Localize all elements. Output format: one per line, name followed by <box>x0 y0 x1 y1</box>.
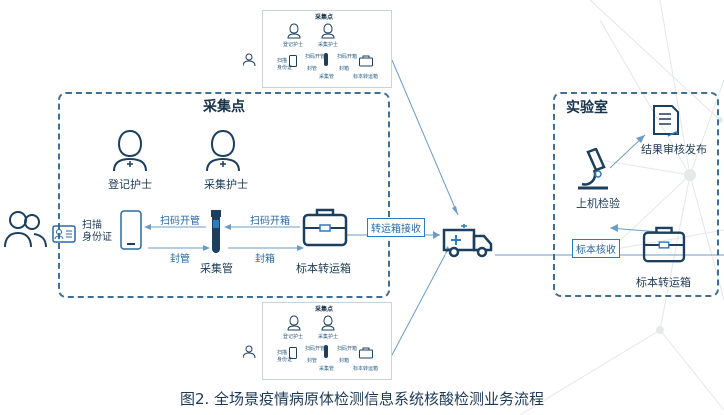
small-scan-open-2: 扫码开箱 <box>337 346 358 352</box>
nurse-icon <box>287 23 301 39</box>
person-icon <box>243 53 256 67</box>
small-scan-open-2: 扫码开箱 <box>337 54 358 60</box>
result-publish-label: 结果审核发布 <box>641 143 707 156</box>
id-card-icon <box>52 225 76 243</box>
transport-box-icon <box>359 55 373 67</box>
nurse-icon <box>113 129 147 172</box>
collection-point-main <box>58 92 390 298</box>
collection-point-small-top: 采集点 登记护士 采集护士 扫描 身份证 扫码开管 扫码开箱 封管 封箱 采集管… <box>243 10 392 88</box>
small-tube-label: 采集管 <box>319 74 335 80</box>
nurse-icon <box>206 129 240 172</box>
small-seal-tube: 封管 <box>307 358 318 364</box>
nurse-icon <box>321 315 335 331</box>
small-nurse-register-label: 登记护士 <box>283 334 304 340</box>
small-nurse-collect-label: 采集护士 <box>318 42 339 48</box>
transport-box-icon <box>642 226 686 263</box>
collection-point-small-bottom: 采集点 登记护士 采集护士 扫描 身份证 扫码开管 扫码开箱 封管 封箱 采集管… <box>243 302 392 380</box>
phone-scanner-icon <box>289 55 297 67</box>
person-icon <box>4 211 47 248</box>
small-box-label: 标本转运箱 <box>353 74 379 80</box>
scan-open-tube-label: 扫码开管 <box>160 216 200 227</box>
tube-label: 采集管 <box>200 262 233 275</box>
transport-box-icon <box>359 347 373 359</box>
phone-scanner-icon <box>289 347 297 359</box>
small-title: 采集点 <box>315 14 334 21</box>
transport-box-label: 标本转运箱 <box>296 262 351 275</box>
nurse-register-label: 登记护士 <box>108 178 152 191</box>
nurse-collect-label: 采集护士 <box>204 178 248 191</box>
test-tube-icon <box>324 345 328 358</box>
small-seal-box: 封箱 <box>339 66 350 72</box>
small-scan-id-label: 扫描 身份证 <box>277 350 293 363</box>
seal-tube-label: 封管 <box>170 254 190 265</box>
test-tube-icon <box>211 210 221 253</box>
nurse-icon <box>321 23 335 39</box>
seal-box-label: 封箱 <box>255 254 275 265</box>
small-seal-box: 封箱 <box>339 358 350 364</box>
main-flow-arrows <box>144 224 304 251</box>
phone-scanner-icon <box>120 210 142 250</box>
small-nurse-register-label: 登记护士 <box>283 42 304 48</box>
small-box-label: 标本转运箱 <box>353 366 379 372</box>
nurse-icon <box>287 315 301 331</box>
laboratory-title: 实验室 <box>566 100 608 116</box>
microscope-icon <box>578 148 608 190</box>
sample-verify-tag: 标本核收 <box>572 239 620 258</box>
ambulance-icon <box>442 224 493 258</box>
transport-box-icon <box>302 208 348 247</box>
person-icon <box>243 345 256 359</box>
figure-caption: 图2. 全场景疫情病原体检测信息系统核酸检测业务流程 <box>179 390 545 408</box>
machine-test-label: 上机检验 <box>576 197 620 210</box>
laboratory-box <box>553 92 719 297</box>
small-title: 采集点 <box>315 306 334 313</box>
test-tube-icon <box>324 53 328 66</box>
scan-open-box-label: 扫码开箱 <box>250 216 290 227</box>
small-seal-tube: 封管 <box>307 66 318 72</box>
small-nurse-collect-label: 采集护士 <box>318 334 339 340</box>
transport-receive-tag: 转运箱接收 <box>367 218 425 237</box>
small-scan-id-label: 扫描 身份证 <box>277 58 293 71</box>
small-scan-open-1: 扫码开管 <box>305 54 326 60</box>
collection-point-title: 采集点 <box>203 99 245 115</box>
lab-transport-box-label: 标本转运箱 <box>636 276 691 289</box>
report-icon <box>653 105 679 137</box>
scan-id-label: 扫描 身份证 <box>82 220 112 243</box>
small-tube-label: 采集管 <box>319 366 335 372</box>
small-scan-open-1: 扫码开管 <box>305 346 326 352</box>
